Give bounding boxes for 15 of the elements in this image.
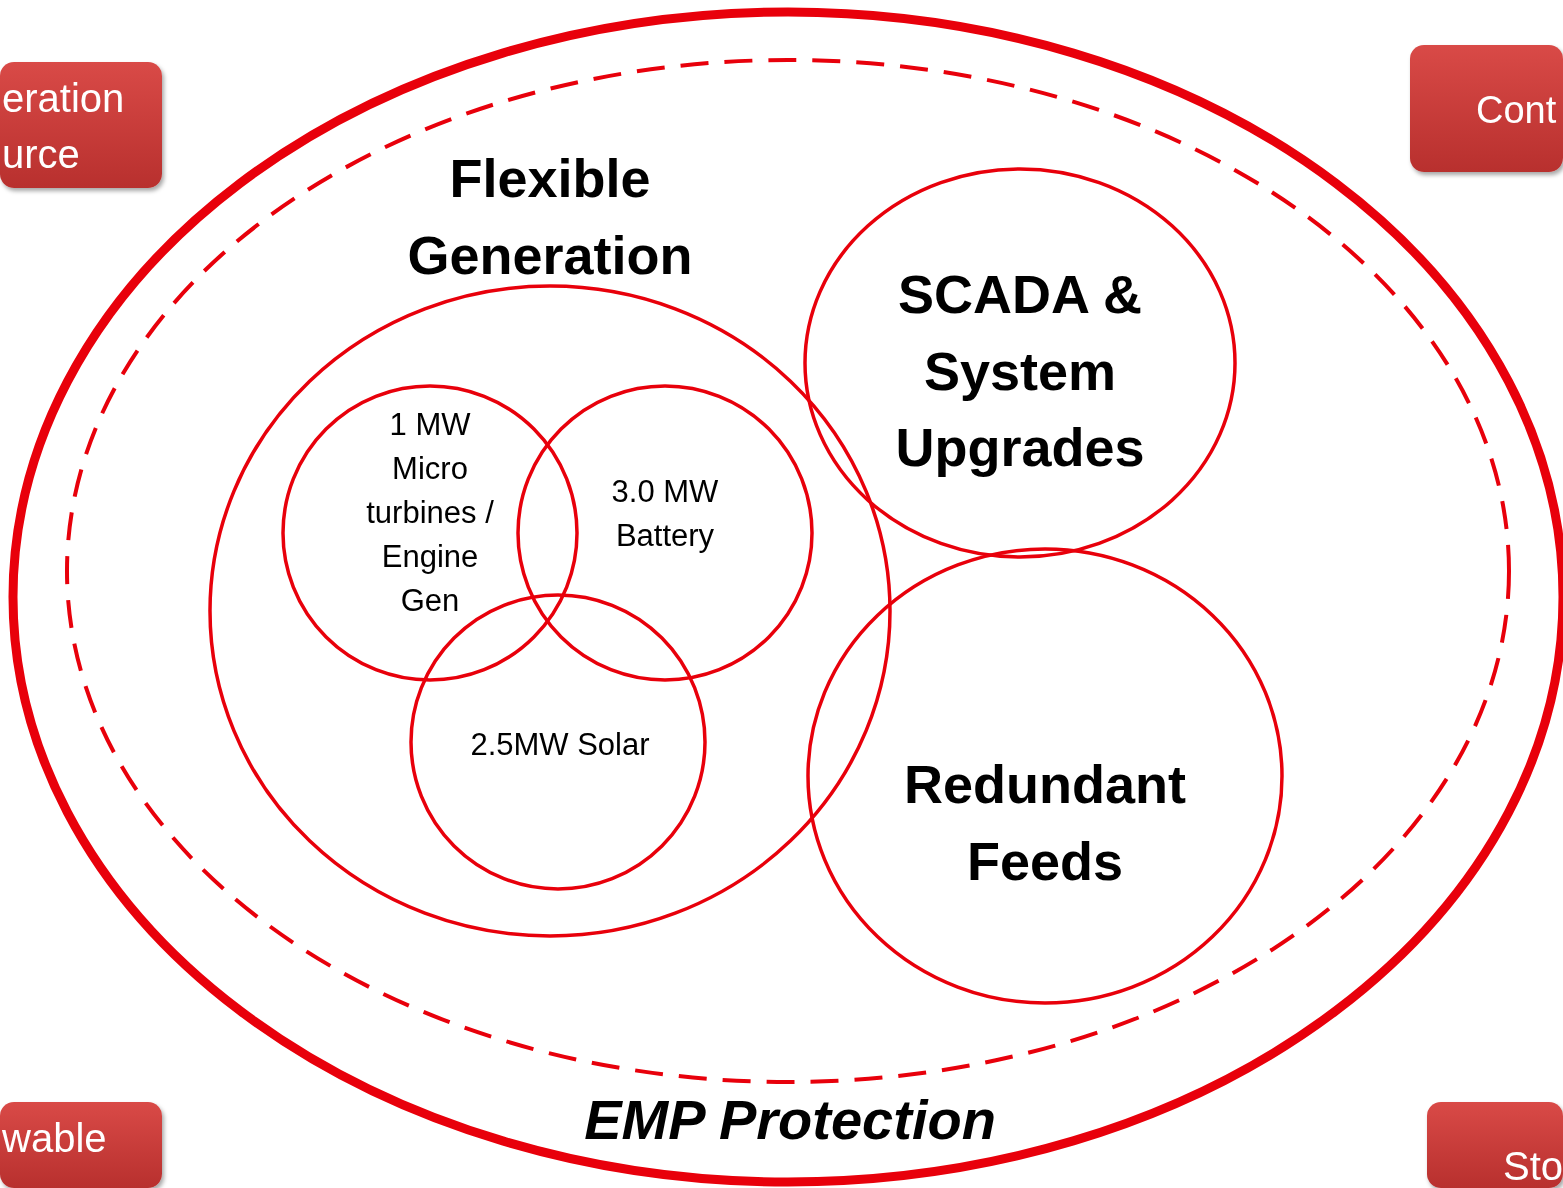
circle-label: 1 MW Micro turbines / Engine Gen xyxy=(365,406,495,621)
rounded-button xyxy=(0,62,162,188)
button-label: wable xyxy=(2,1115,108,1162)
circle-label: Redundant Feeds xyxy=(903,753,1187,893)
button-label: Sto xyxy=(1503,1143,1561,1188)
rounded-button xyxy=(1427,1102,1563,1188)
rounded-button xyxy=(1410,45,1563,172)
button-label: eration urce xyxy=(2,75,126,178)
circle-label: 2.5MW Solar xyxy=(470,726,650,764)
circle-label: Flexible Generation xyxy=(406,147,694,287)
ring-label: EMP Protection xyxy=(583,1088,997,1153)
circle-label: 3.0 MW Battery xyxy=(610,473,720,555)
circle-label: SCADA & System Upgrades xyxy=(894,263,1146,480)
rounded-button xyxy=(0,1102,162,1188)
button-label: Cont xyxy=(1476,88,1558,133)
